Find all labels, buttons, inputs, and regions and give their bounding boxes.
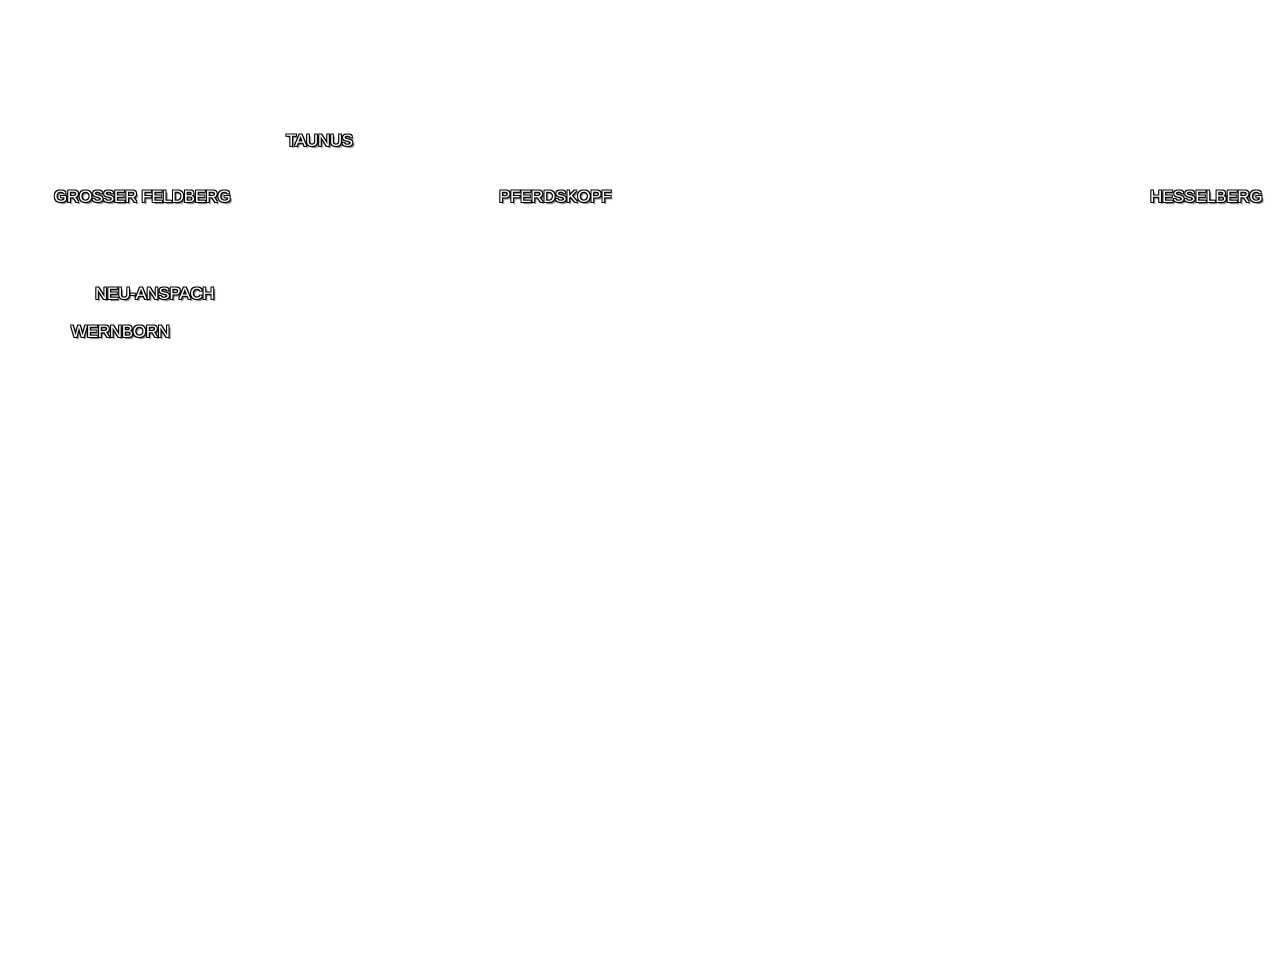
town-label-neu-anspach: NEU-ANSPACH: [95, 284, 215, 303]
peak-label-grosser-feldberg: GROSSER FELDBERG: [54, 187, 231, 206]
village-label-wernborn: WERNBORN: [71, 322, 170, 341]
peak-label-pferdskopf: PFERDSKOPF: [499, 187, 612, 206]
peak-label-hesselberg: HESSELBERG: [1150, 187, 1263, 206]
region-label-taunus: TAUNUS: [286, 131, 353, 150]
